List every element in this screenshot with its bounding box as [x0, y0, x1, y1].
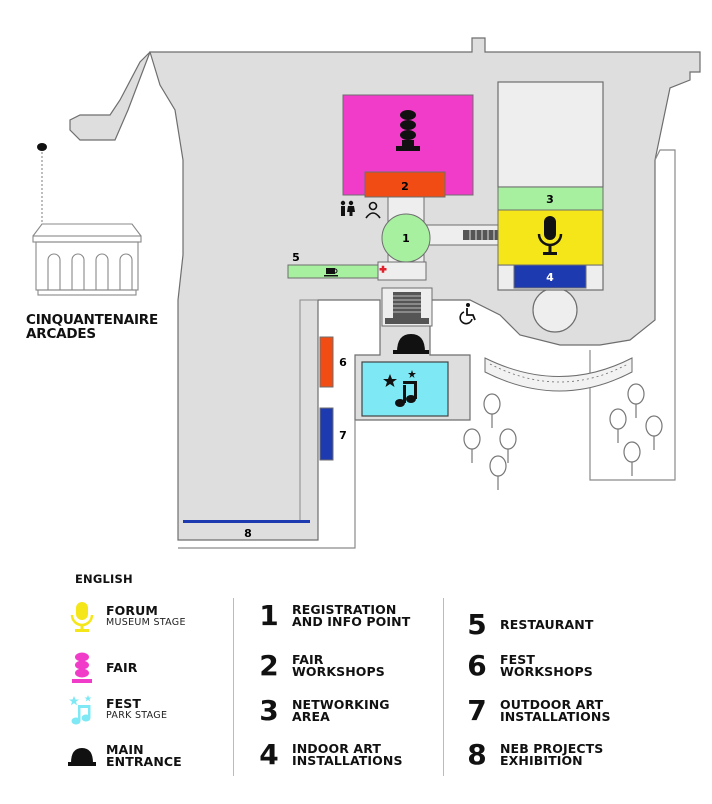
- legend-item-forum: FORUM MUSEUM STAGE: [68, 601, 186, 633]
- legend-item-3: 3 NETWORKING AREA: [256, 697, 390, 725]
- zone-3-label: 3: [546, 193, 554, 206]
- legend-number-7: 7: [467, 694, 487, 727]
- zone-8: [183, 520, 310, 523]
- legend-item-fest: FEST PARK STAGE: [68, 694, 167, 726]
- fest-music-icon: [69, 695, 92, 725]
- zone-2-label: 2: [401, 180, 409, 193]
- legend-main-entrance-title: MAIN ENTRANCE: [106, 741, 182, 769]
- zone-7: [319, 407, 334, 461]
- legend-label-6: FEST WORKSHOPS: [500, 651, 593, 679]
- legend-forum-subtitle: MUSEUM STAGE: [106, 617, 186, 629]
- zone-5-label: 5: [292, 251, 300, 264]
- legend-label-7: OUTDOOR ART INSTALLATIONS: [500, 696, 611, 724]
- legend-label-3: NETWORKING AREA: [292, 696, 390, 724]
- arcades-drawing: [32, 143, 142, 296]
- legend-item-7: 7 OUTDOOR ART INSTALLATIONS: [464, 697, 611, 725]
- east-block: [497, 81, 604, 188]
- legend-label-5: RESTAURANT: [500, 616, 594, 632]
- accessibility-icon: [459, 303, 476, 325]
- legend-item-6: 6 FEST WORKSHOPS: [464, 652, 593, 680]
- toilets-icon: [340, 200, 355, 216]
- legend-fest-subtitle: PARK STAGE: [106, 710, 168, 722]
- legend-number-2: 2: [259, 649, 279, 682]
- microphone-icon: [537, 216, 563, 255]
- legend-label-8: NEB PROJECTS EXHIBITION: [500, 740, 604, 768]
- tree-icon: [463, 383, 663, 491]
- legend-number-5: 5: [467, 608, 487, 641]
- zone-6-label: 6: [339, 356, 347, 369]
- coffee-icon: [324, 268, 338, 277]
- legend-item-fair: FAIR: [68, 652, 137, 684]
- main-entrance-icon: [393, 334, 429, 354]
- legend-label-1: REGISTRATION AND INFO POINT: [292, 601, 411, 629]
- legend-fair-title: FAIR: [106, 659, 138, 675]
- legend-label-2: FAIR WORKSHOPS: [292, 651, 385, 679]
- zone-8-label: 8: [244, 527, 252, 540]
- fest-zone: [361, 361, 449, 417]
- fair-stack-icon: [396, 110, 420, 151]
- site-map: 2 1 3 4 5: [32, 37, 701, 549]
- zone-6: [319, 336, 334, 388]
- fest-music-icon: [383, 370, 417, 407]
- zone-7-label: 7: [339, 429, 347, 442]
- legend-divider-1: [233, 598, 234, 776]
- legend-item-4: 4 INDOOR ART INSTALLATIONS: [256, 741, 403, 769]
- legend-forum-title: FORUM: [106, 602, 158, 618]
- zone-2: [364, 171, 446, 198]
- first-aid-icon: [379, 265, 387, 273]
- legend-number-1: 1: [259, 599, 279, 632]
- legend-item-main-entrance: MAIN ENTRANCE: [68, 740, 182, 772]
- legend-item-1: 1 REGISTRATION AND INFO POINT: [256, 602, 410, 630]
- legend-fest-title: FEST: [106, 695, 142, 711]
- microphone-icon: [70, 602, 94, 632]
- legend-label-4: INDOOR ART INSTALLATIONS: [292, 740, 403, 768]
- legend-number-8: 8: [467, 738, 487, 771]
- fair-stack-icon: [72, 652, 92, 683]
- stairs-east: [463, 230, 499, 240]
- legend-number-6: 6: [467, 649, 487, 682]
- info-person-icon: [365, 201, 381, 219]
- place-label-cinquantenaire-arcades: CINQUANTENAIRE ARCADES: [26, 312, 159, 342]
- zone-1-label: 1: [402, 232, 410, 245]
- zone-4: [513, 264, 587, 289]
- colonnade: [484, 357, 633, 392]
- zone-4-label: 4: [546, 271, 554, 284]
- legend-number-3: 3: [259, 694, 279, 727]
- legend-item-5: 5 RESTAURANT: [464, 611, 593, 639]
- legend-heading: ENGLISH: [75, 572, 133, 586]
- legend-number-4: 4: [259, 738, 279, 771]
- legend-divider-2: [443, 598, 444, 776]
- legend-item-2: 2 FAIR WORKSHOPS: [256, 652, 385, 680]
- legend-item-8: 8 NEB PROJECTS EXHIBITION: [464, 741, 603, 769]
- main-entrance-icon: [68, 748, 96, 766]
